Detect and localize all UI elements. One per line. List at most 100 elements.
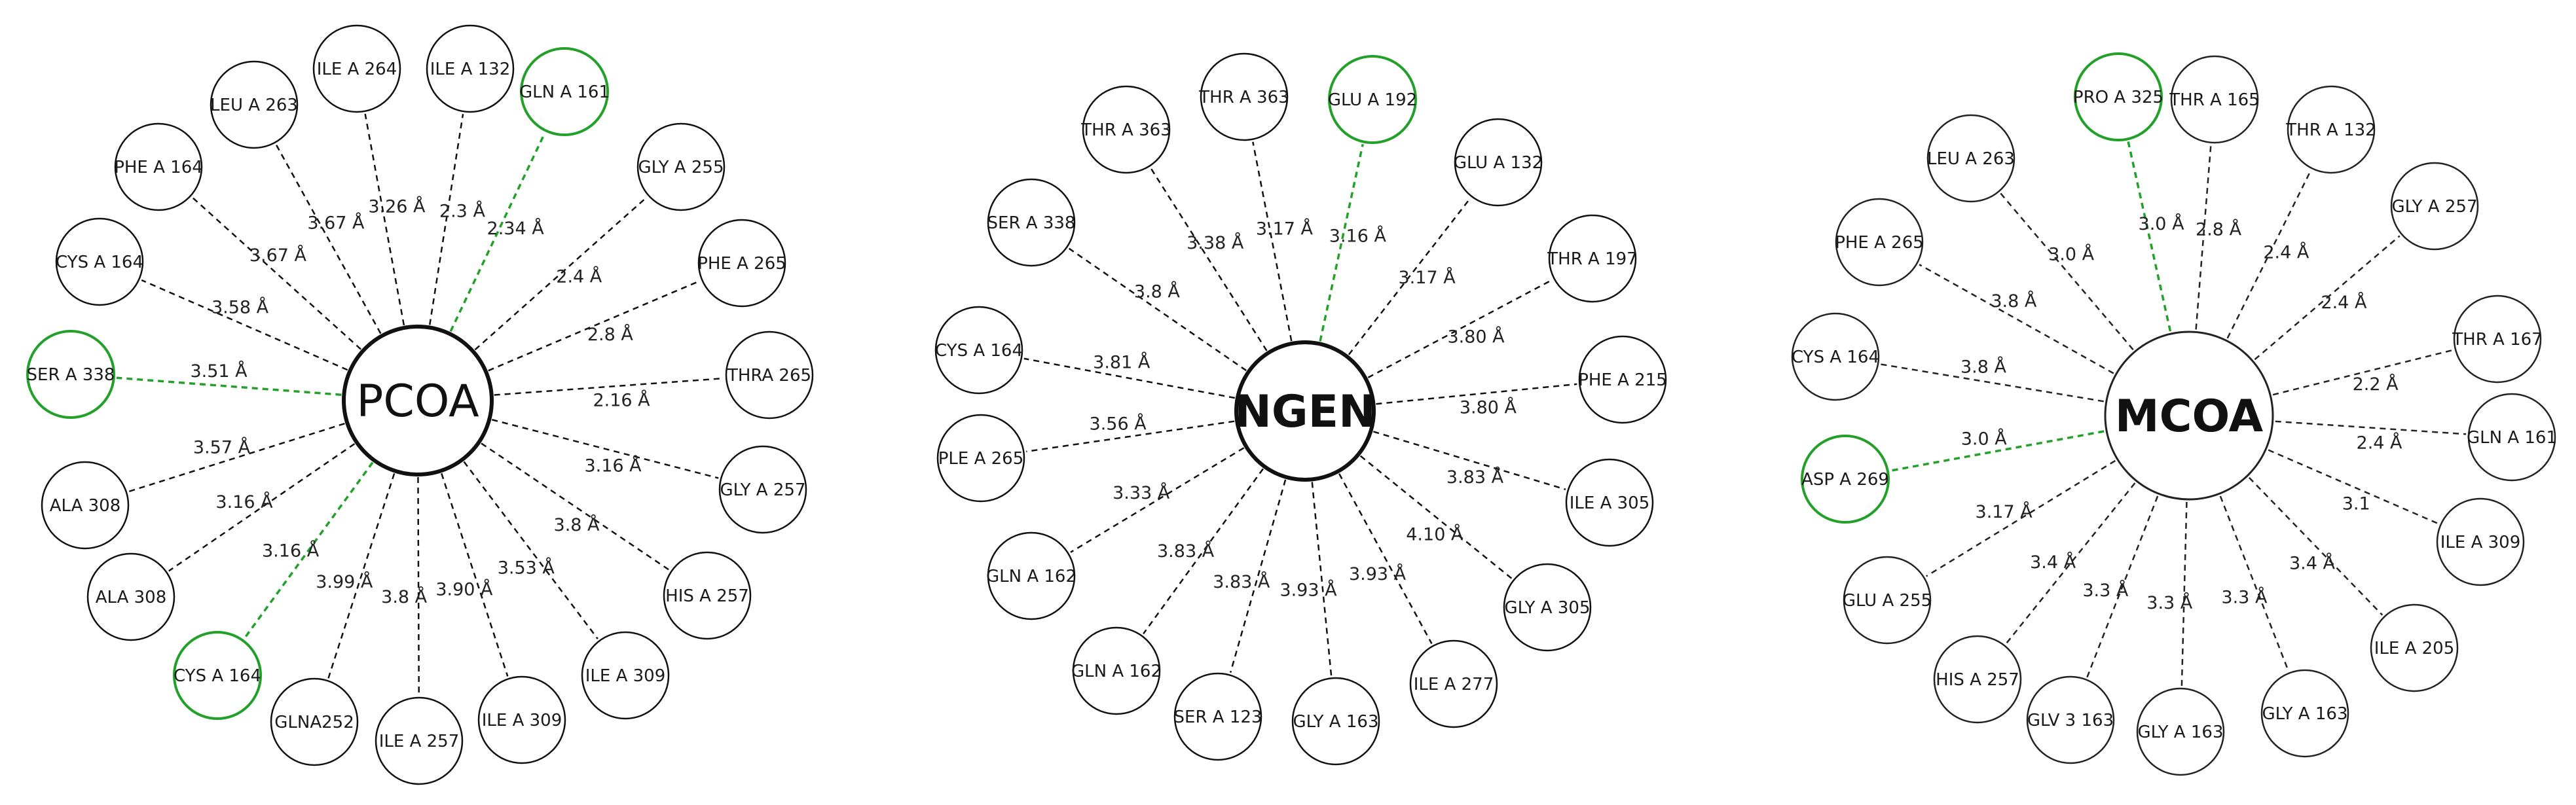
residue-node[interactable] (520, 47, 609, 136)
residue-label: CYS A 164 (1792, 348, 1879, 367)
distance-label: 3.8 Å (1991, 291, 2037, 312)
residue-label: ILE A 309 (585, 666, 666, 686)
residue-node[interactable] (477, 675, 566, 764)
ligand-center-node[interactable] (342, 325, 494, 476)
residue-node[interactable] (725, 331, 814, 420)
residue-node[interactable] (2370, 603, 2459, 692)
residue-node[interactable] (1578, 335, 1667, 424)
distance-label: 3.80 Å (1460, 397, 1517, 418)
residue-node[interactable] (2467, 393, 2556, 482)
residue-label: THR A 197 (1547, 249, 1637, 269)
residue-node[interactable] (2026, 675, 2115, 764)
residue-node[interactable] (1926, 114, 2015, 203)
residue-node[interactable] (26, 330, 115, 419)
distance-label: 3.17 Å (1256, 218, 1314, 239)
residue-node[interactable] (2136, 687, 2225, 776)
interaction-line (449, 132, 546, 332)
residue-label: GLY A 163 (2262, 704, 2347, 724)
residue-label: GLNA252 (274, 713, 354, 732)
distance-label: 3.8 Å (1134, 281, 1181, 302)
residue-node[interactable] (1565, 458, 1654, 547)
residue-node[interactable] (1200, 52, 1289, 141)
residue-node[interactable] (2390, 162, 2479, 251)
residue-node[interactable] (1933, 635, 2022, 724)
residue-node[interactable] (1082, 85, 1171, 174)
residue-node[interactable] (1843, 556, 1932, 645)
distance-label: 3.67 Å (249, 245, 307, 266)
residue-label: THR A 165 (2169, 90, 2259, 110)
residue-node[interactable] (697, 219, 786, 308)
residue-label: CYS A 164 (174, 666, 261, 686)
interaction-line (141, 279, 348, 371)
residue-node[interactable] (312, 24, 401, 113)
ligand-center-node[interactable] (2104, 331, 2274, 501)
residue-node[interactable] (936, 414, 1025, 503)
residue-node[interactable] (375, 696, 464, 785)
residue-label: ILE A 309 (482, 711, 562, 730)
residue-node[interactable] (934, 306, 1023, 395)
residue-label: SER A 338 (27, 365, 115, 385)
residue-node[interactable] (1548, 214, 1637, 303)
interaction-line (2086, 495, 2159, 678)
residue-node[interactable] (114, 122, 203, 211)
residue-node[interactable] (581, 631, 670, 720)
residue-node[interactable] (1801, 435, 1890, 524)
interaction-line (1068, 247, 1247, 372)
interaction-line (192, 196, 361, 350)
residue-label: GLY A 257 (720, 480, 805, 500)
distance-label: 3.80 Å (1447, 326, 1505, 347)
residue-node[interactable] (55, 217, 144, 306)
interaction-line (491, 419, 719, 479)
residue-node[interactable] (1835, 198, 1924, 287)
residue-node[interactable] (1173, 672, 1262, 761)
residue-node[interactable] (173, 631, 262, 720)
residue-label: GLN A 162 (1071, 662, 1162, 681)
residue-node[interactable] (2453, 295, 2542, 384)
residue-node[interactable] (663, 551, 752, 640)
distance-label: 3.4 Å (2289, 553, 2336, 574)
residue-label: THR A 167 (2452, 330, 2542, 349)
distance-label: 2.4 Å (556, 266, 602, 287)
residue-node[interactable] (210, 60, 299, 149)
interaction-line (2219, 495, 2289, 671)
residue-node[interactable] (1409, 639, 1498, 728)
residue-label: GLY A 305 (1504, 598, 1590, 618)
residue-node[interactable] (426, 24, 515, 113)
residue-node[interactable] (718, 445, 807, 534)
residue-label: GLY A 255 (638, 158, 724, 177)
distance-label: 3.53 Å (498, 558, 555, 579)
interaction-line (2275, 420, 2467, 435)
ligand-center-node[interactable] (1234, 340, 1376, 482)
residue-node[interactable] (270, 677, 359, 766)
residue-node[interactable] (987, 531, 1076, 620)
residue-node[interactable] (2287, 85, 2376, 174)
interaction-line (488, 280, 701, 372)
distance-label: 3.38 Å (1187, 232, 1244, 253)
residue-node[interactable] (1291, 677, 1380, 766)
distance-label: 3.0 Å (1961, 429, 2008, 450)
residue-node[interactable] (2260, 669, 2349, 758)
residue-node[interactable] (1503, 563, 1592, 652)
residue-label: THR A 363 (1198, 88, 1289, 107)
residue-node[interactable] (1454, 118, 1543, 207)
residue-node[interactable] (2436, 497, 2525, 586)
interaction-line (2254, 235, 2401, 361)
residue-label: GLY A 163 (2137, 723, 2223, 742)
distance-label: 3.93 Å (1279, 579, 1337, 600)
interaction-line (481, 442, 670, 571)
residue-node[interactable] (1072, 626, 1161, 715)
residue-label: PHE A 265 (697, 254, 786, 274)
residue-node[interactable] (2170, 55, 2259, 144)
residue-label: ALA 308 (96, 588, 167, 607)
residue-node[interactable] (1328, 55, 1417, 144)
residue-node[interactable] (1791, 312, 1880, 401)
distance-label: 3.16 Å (262, 540, 320, 561)
distance-label: 3.58 Å (212, 297, 269, 318)
residue-node[interactable] (41, 461, 130, 550)
residue-node[interactable] (987, 178, 1076, 267)
residue-node[interactable] (2074, 52, 2163, 141)
interaction-line (128, 422, 345, 493)
residue-node[interactable] (636, 122, 726, 211)
residue-node[interactable] (86, 552, 175, 641)
